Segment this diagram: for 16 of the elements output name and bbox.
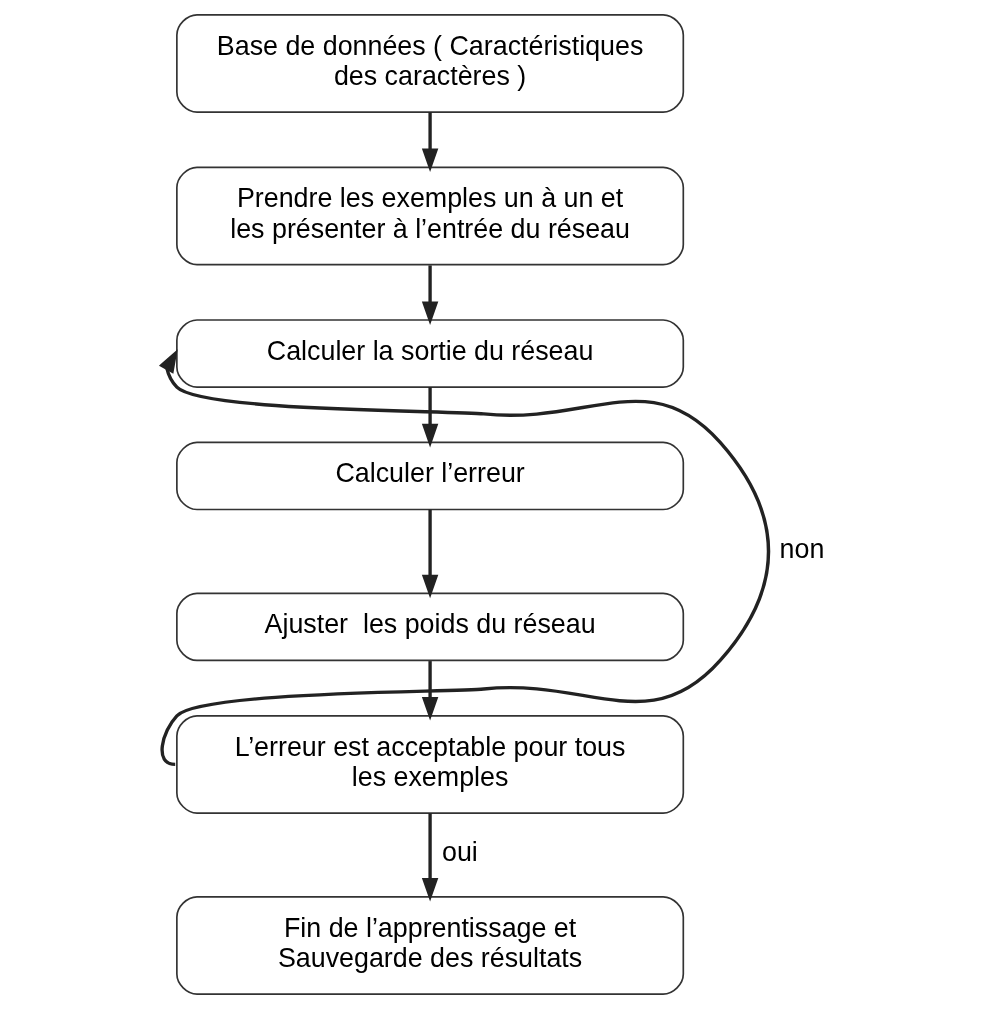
node-box: Prendre les exemples un à un et les présenter à l’entrée du réseau [176, 166, 685, 266]
node-box: L’erreur est acceptable pour tous les exemples [176, 714, 685, 814]
arrow [421, 813, 439, 902]
node-box: Base de données ( Caractéristiques des caractères ) [176, 14, 685, 113]
node-box: Fin de l’apprentissage et Sauvegarde des résultats [176, 896, 685, 995]
arrow [159, 349, 770, 766]
arrow [421, 509, 439, 599]
arrow [421, 112, 439, 173]
arrow [421, 265, 439, 325]
arrow [421, 387, 439, 448]
edge-label: non [779, 533, 825, 564]
arrow [421, 661, 439, 721]
node-box: Calculer la sortie du réseau [176, 319, 685, 388]
edge-label: oui [441, 837, 478, 868]
node-box: Calculer l’erreur [176, 441, 685, 511]
node-box: Ajuster les poids du réseau [176, 592, 685, 662]
